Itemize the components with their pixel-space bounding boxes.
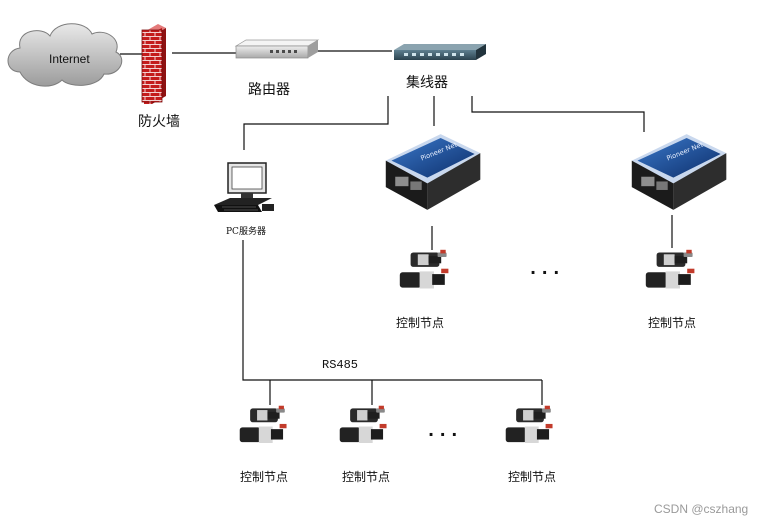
control-node-4-label: 控制节点 — [342, 470, 391, 484]
control-node-3-label: 控制节点 — [240, 470, 289, 484]
hub-label: 集线器 — [406, 75, 448, 91]
watermark: CSDN @cszhang — [654, 502, 749, 516]
hub-icon — [394, 44, 486, 60]
firewall-icon — [141, 24, 166, 104]
hub-gateway2-link — [471, 96, 645, 132]
rs485-bus — [242, 240, 542, 381]
control-node-3-icon — [239, 405, 287, 443]
rs485-label: RS485 — [322, 358, 359, 372]
router-icon — [234, 39, 320, 59]
ellipsis-lower: · · · — [428, 425, 458, 444]
pc-server-label: PC服务器 — [226, 227, 266, 237]
connection-lines — [120, 50, 673, 405]
control-node-1-label: 控制节点 — [396, 316, 445, 330]
control-node-2-label: 控制节点 — [648, 316, 697, 330]
pc-computer-icon — [214, 162, 274, 212]
control-node-2-icon — [645, 249, 695, 289]
internet-label: Internet — [49, 52, 90, 66]
control-node-5-icon — [505, 405, 553, 443]
control-node-1-icon — [399, 249, 449, 289]
control-node-4-icon — [339, 405, 387, 443]
internet-cloud-icon — [7, 23, 123, 87]
firewall-label: 防火墙 — [138, 114, 180, 130]
ellipsis-upper: · · · — [530, 263, 560, 282]
gateway-device-2-icon — [631, 134, 727, 210]
hub-pc-link — [243, 96, 389, 150]
control-node-5-label: 控制节点 — [508, 470, 557, 484]
gateway-device-1-icon — [385, 134, 481, 210]
router-label: 路由器 — [248, 82, 290, 98]
